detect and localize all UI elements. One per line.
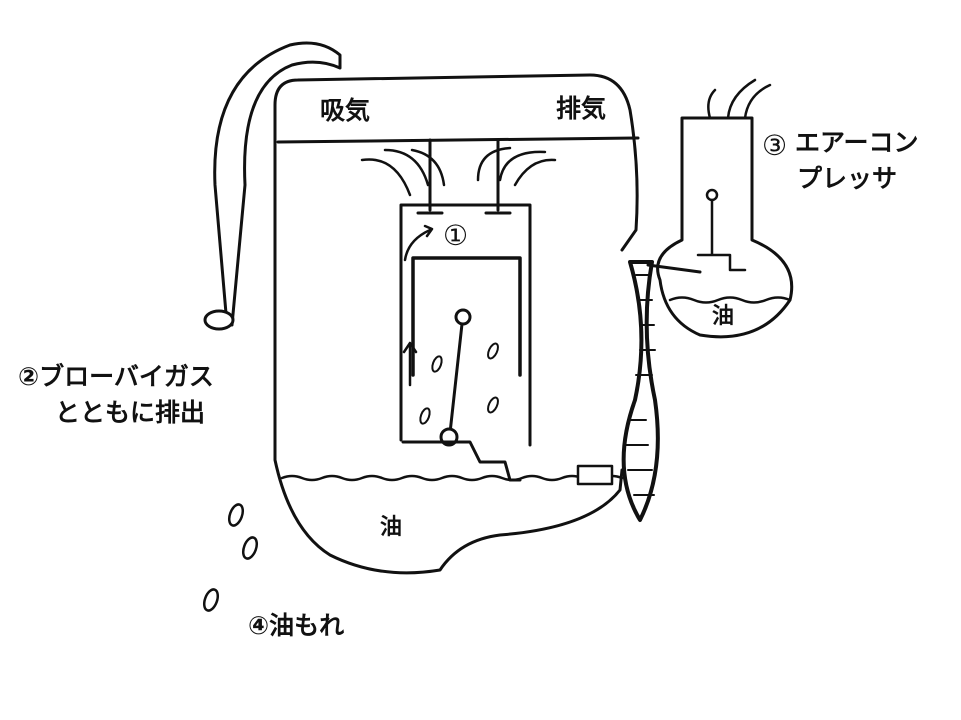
blowby-arrow-left (403, 228, 432, 262)
compressor-exhaust-arrows (707, 78, 772, 120)
timing-chain (621, 260, 660, 522)
intake-flow (360, 148, 446, 197)
marker-1: ① (443, 219, 469, 252)
exhaust-label: 排気 (556, 94, 607, 123)
piston (411, 256, 522, 377)
compressor-label-line2: プレッサ (797, 164, 898, 193)
oil-sump-label: 油 (380, 515, 403, 540)
blowby-label-line2: とともに排出 (55, 398, 206, 427)
hose-end (203, 309, 235, 331)
intake-label: 吸気 (320, 96, 371, 125)
oil-droplets-inside (419, 342, 499, 425)
engine-body (273, 73, 639, 575)
blowby-label-line1: ②ブローバイガス (18, 362, 214, 391)
oil-pump (576, 464, 614, 486)
oil-wave-sump (280, 474, 624, 482)
intake-valve (416, 138, 444, 215)
breather-hose (213, 41, 342, 327)
compressor-body (656, 116, 794, 339)
crankshaft (401, 440, 522, 482)
head-line (276, 136, 640, 144)
connecting-rod (448, 322, 464, 435)
compressor-oil-wave (668, 296, 792, 304)
wrist-pin (454, 308, 472, 326)
exhaust-valve (484, 138, 512, 215)
oil-compressor-label: 油 (712, 304, 735, 329)
leak-drops (202, 503, 259, 612)
cylinder (399, 203, 532, 447)
compressor-label-line1: エアーコン (795, 128, 919, 157)
leak-label: ④油もれ (248, 611, 345, 640)
exhaust-flow (476, 146, 557, 187)
compressor-marker: ③ (762, 129, 788, 162)
